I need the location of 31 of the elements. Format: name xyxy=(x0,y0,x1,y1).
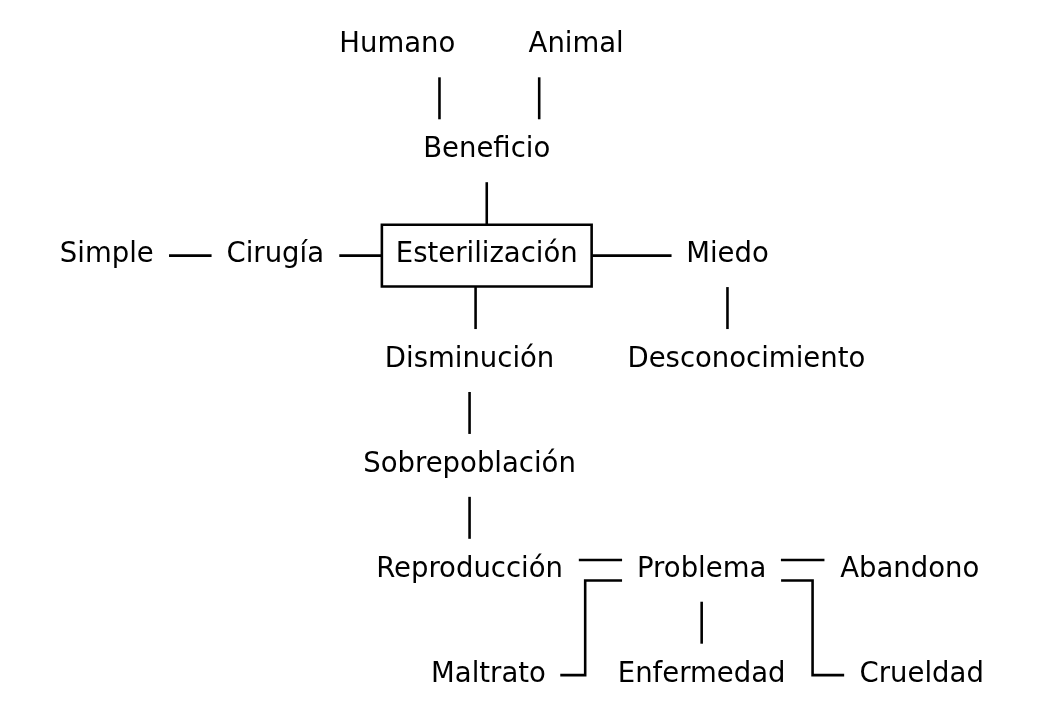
connector xyxy=(725,287,729,330)
node-text: Miedo xyxy=(685,236,769,269)
connector xyxy=(437,77,441,120)
node-box: Esterilización xyxy=(380,223,593,288)
node-text: Desconocimiento xyxy=(626,341,865,374)
connector xyxy=(484,182,488,225)
connector xyxy=(168,254,212,257)
node-text: Sobrepoblación xyxy=(362,445,576,478)
node-text: Animal xyxy=(528,26,624,59)
connector xyxy=(338,254,382,257)
connector xyxy=(473,287,477,330)
connector xyxy=(780,558,824,562)
node-text: Crueldad xyxy=(859,655,984,688)
connector xyxy=(578,558,622,562)
connector xyxy=(699,601,703,644)
connector xyxy=(467,496,471,539)
connector xyxy=(780,579,844,677)
node-text: Enfermedad xyxy=(617,655,786,688)
connector xyxy=(559,579,622,677)
node-text: Beneficio xyxy=(422,131,550,164)
connector xyxy=(537,77,540,120)
node-text: Humano xyxy=(338,26,455,59)
node-text: Reproducción xyxy=(375,550,563,583)
node-text: Maltrato xyxy=(430,655,546,688)
node-text: Problema xyxy=(636,550,766,583)
node-text: Abandono xyxy=(839,550,979,583)
node-text: Disminución xyxy=(384,341,554,374)
node-text: Simple xyxy=(59,236,154,269)
node-text: Cirugía xyxy=(226,236,324,269)
connector xyxy=(591,254,672,257)
connector xyxy=(467,391,471,434)
